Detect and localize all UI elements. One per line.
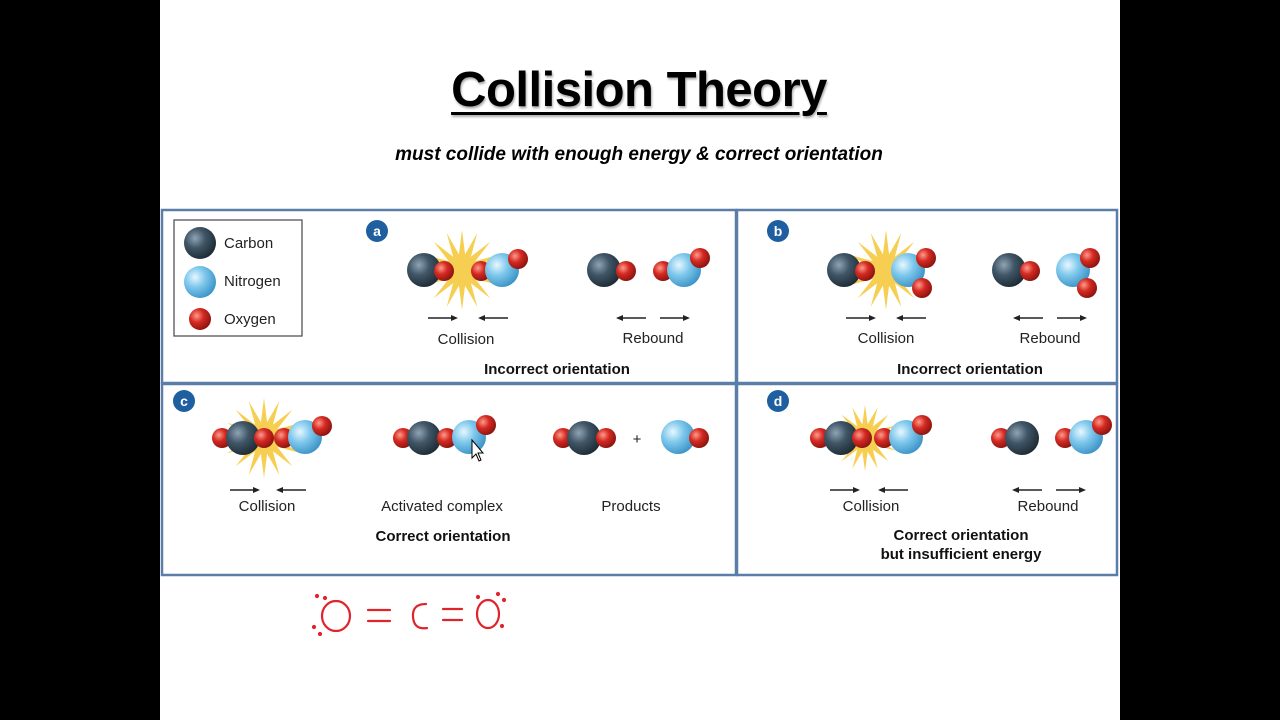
panel-b-rebound-molecules xyxy=(992,248,1100,298)
legend-nitrogen-swatch xyxy=(184,266,216,298)
svg-text:d: d xyxy=(774,393,783,409)
panel-d-caption-line2: but insufficient energy xyxy=(881,546,1043,563)
slide: Collision Theory must collide with enoug… xyxy=(160,0,1120,720)
panel-d-rebound-label: Rebound xyxy=(1018,498,1079,515)
legend-carbon-label: Carbon xyxy=(224,235,273,252)
panel-a-collision-label: Collision xyxy=(438,331,495,348)
panel-a-rebound-label: Rebound xyxy=(623,330,684,347)
mouse-cursor-icon xyxy=(471,438,485,462)
panel-c-activated-label: Activated complex xyxy=(381,498,503,515)
panel-b-collision-molecules xyxy=(827,248,936,298)
badge-c: c xyxy=(173,390,195,412)
legend-nitrogen-label: Nitrogen xyxy=(224,273,281,290)
starburst-a xyxy=(422,230,502,310)
svg-text:c: c xyxy=(180,393,188,409)
panel-c-collision-label: Collision xyxy=(239,498,296,515)
panel-d xyxy=(735,382,1119,577)
panel-d-collision-molecules xyxy=(810,415,932,455)
svg-text:a: a xyxy=(373,223,381,239)
panel-a-caption: Incorrect orientation xyxy=(484,361,630,378)
panel-c-plus: + xyxy=(633,431,642,448)
badge-a: a xyxy=(366,220,388,242)
panel-a-rebound-molecules xyxy=(587,248,710,287)
panel-b-collision-label: Collision xyxy=(858,330,915,347)
badge-b: b xyxy=(767,220,789,242)
panel-c xyxy=(160,382,738,577)
panel-b-caption: Incorrect orientation xyxy=(897,361,1043,378)
legend-oxygen-swatch xyxy=(189,308,211,330)
panel-c-products-label: Products xyxy=(601,498,660,515)
panel-c-collision-molecules xyxy=(212,416,332,455)
panel-b-rebound-label: Rebound xyxy=(1020,330,1081,347)
collision-figure: Carbon Nitrogen Oxygen a b c d Collision… xyxy=(160,208,1119,637)
starburst-b xyxy=(846,230,926,310)
panel-c-caption: Correct orientation xyxy=(375,528,510,545)
panel-d-collision-label: Collision xyxy=(843,498,900,515)
legend-carbon-swatch xyxy=(184,227,216,259)
panel-d-rebound-molecules xyxy=(991,415,1112,455)
slide-subtitle: must collide with enough energy & correc… xyxy=(395,144,883,165)
svg-text:b: b xyxy=(774,223,783,239)
panel-a-collision-molecules xyxy=(407,249,528,287)
badge-d: d xyxy=(767,390,789,412)
panel-d-caption-line1: Correct orientation xyxy=(893,527,1028,544)
panel-c-activated-complex xyxy=(393,415,496,455)
panel-c-products xyxy=(553,420,709,455)
slide-title: Collision Theory xyxy=(451,63,827,117)
handwritten-annotation xyxy=(311,591,507,637)
legend-oxygen-label: Oxygen xyxy=(224,311,276,328)
